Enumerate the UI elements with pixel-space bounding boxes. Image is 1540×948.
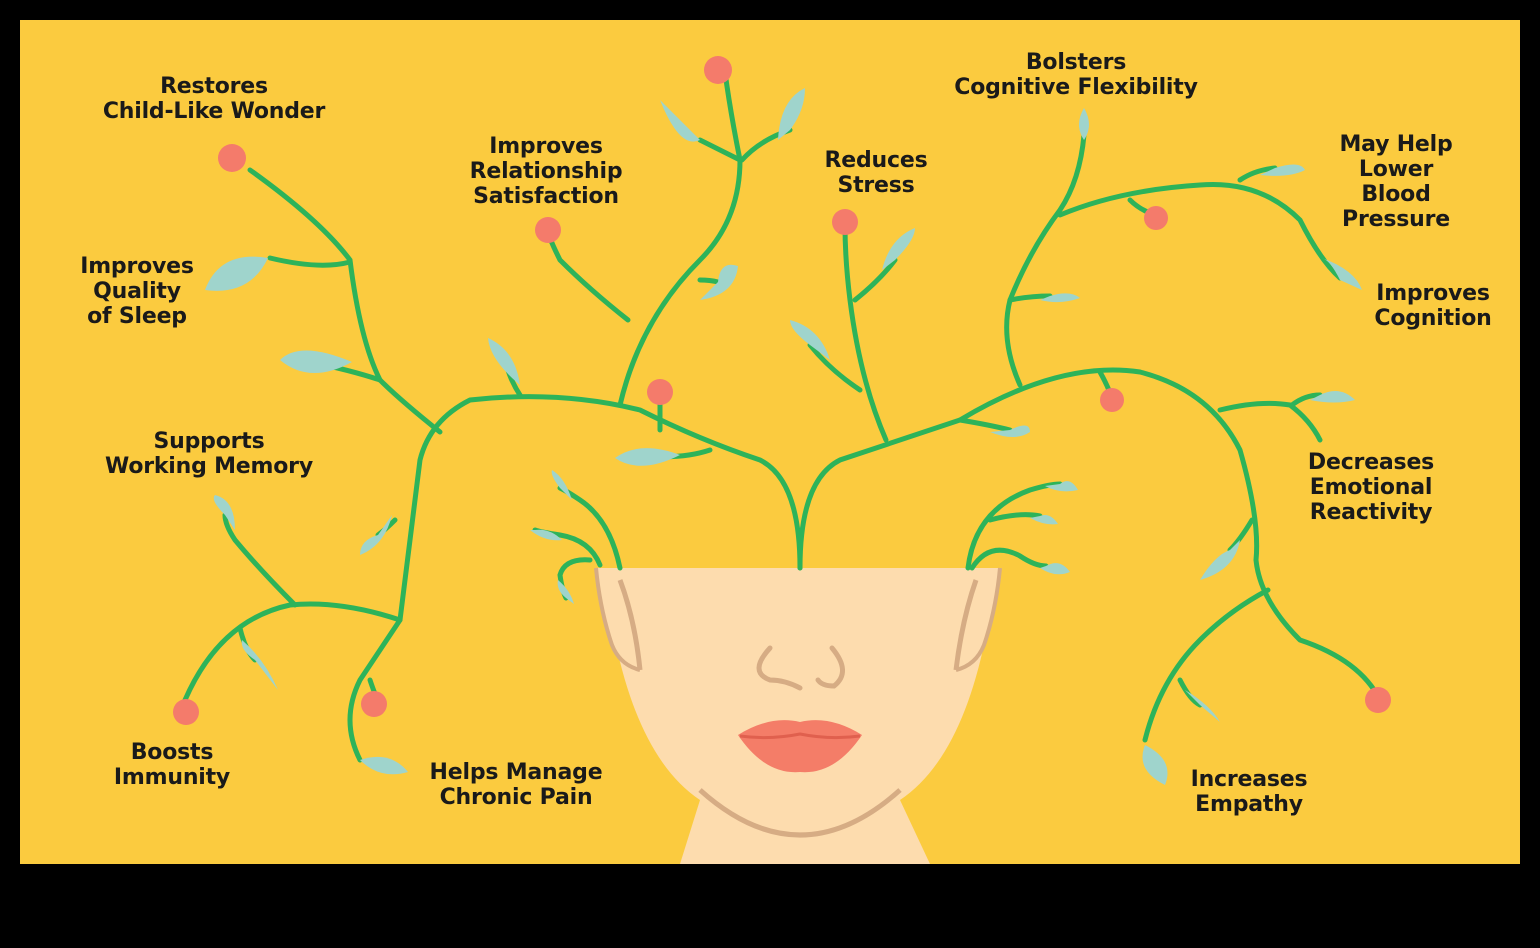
benefit-pain: Helps Manage Chronic Pain bbox=[429, 760, 603, 810]
benefit-wonder: Restores Child-Like Wonder bbox=[102, 74, 326, 124]
branches bbox=[182, 69, 1383, 763]
benefit-immunity: Boosts Immunity bbox=[113, 740, 231, 790]
illustration-panel: Restores Child-Like Wonder Improves Qual… bbox=[20, 20, 1520, 864]
benefit-empathy: Increases Empathy bbox=[1190, 767, 1308, 817]
flowers bbox=[173, 56, 1391, 725]
benefit-blood-pressure: May Help Lower Blood Pressure bbox=[1339, 132, 1453, 232]
benefit-memory: Supports Working Memory bbox=[105, 429, 313, 479]
benefit-relationship: Improves Relationship Satisfaction bbox=[469, 134, 623, 209]
benefit-emotional: Decreases Emotional Reactivity bbox=[1307, 450, 1435, 525]
benefit-flexibility: Bolsters Cognitive Flexibility bbox=[954, 50, 1198, 100]
benefit-sleep: Improves Quality of Sleep bbox=[80, 254, 194, 329]
mind-tree-illustration bbox=[173, 56, 1391, 864]
benefit-stress: Reduces Stress bbox=[824, 148, 928, 198]
benefit-cognition: Improves Cognition bbox=[1374, 281, 1492, 331]
leaves bbox=[205, 88, 1362, 785]
face-icon bbox=[594, 567, 1002, 864]
